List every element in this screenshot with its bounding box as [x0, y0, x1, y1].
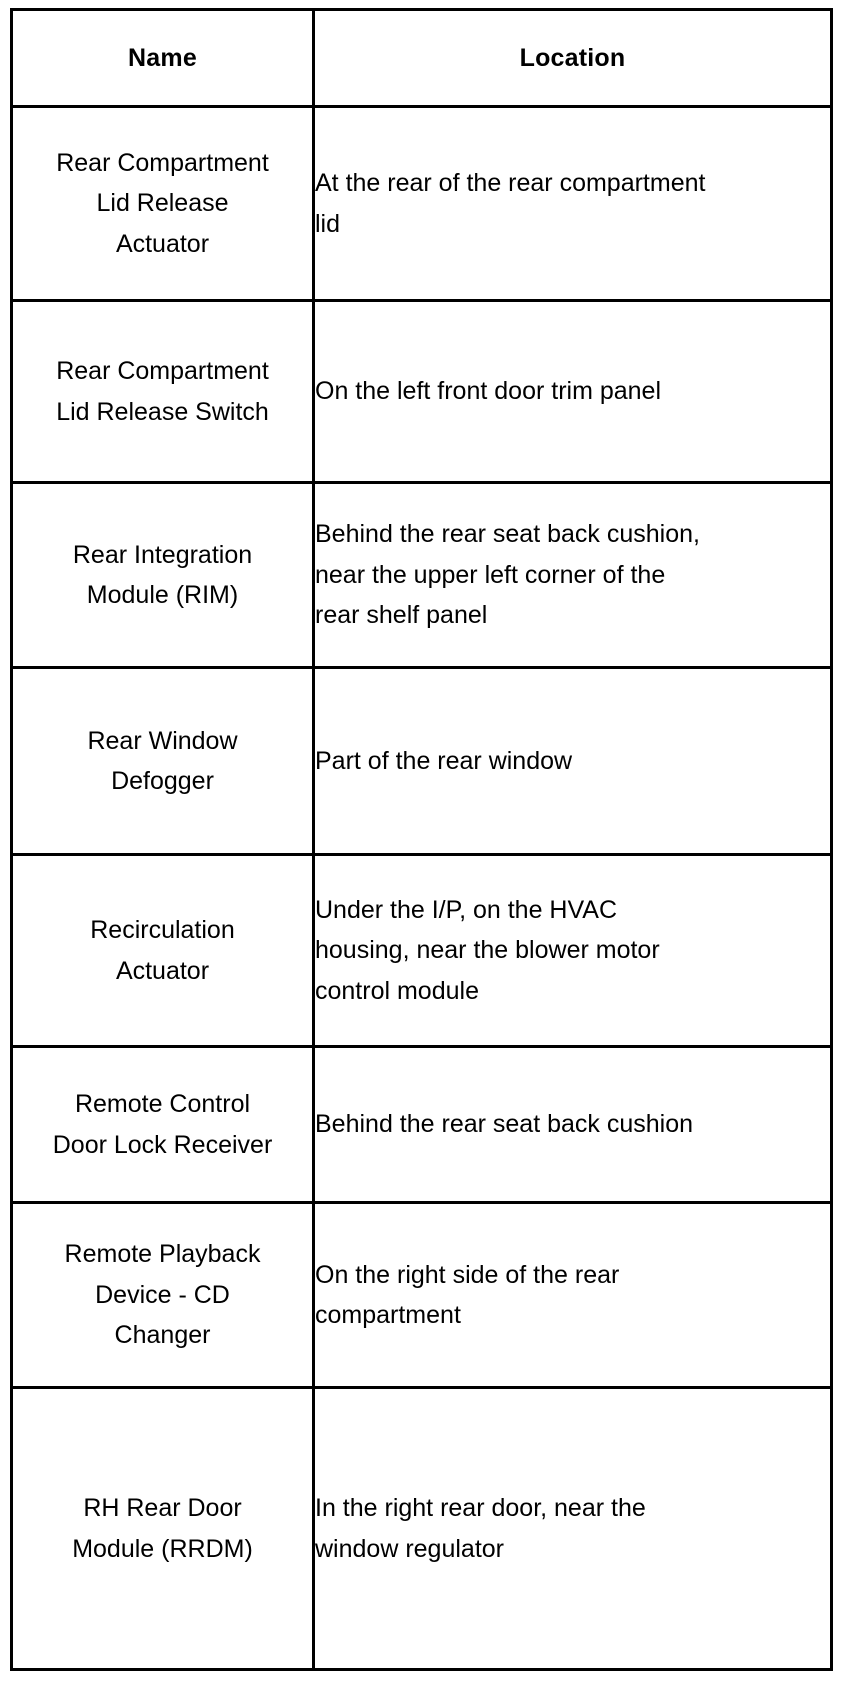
cell-name-text: Rear Compartment Lid Release Actuator	[56, 148, 269, 258]
cell-location-text: On the right side of the rear compartmen…	[315, 1260, 620, 1330]
table-row: Remote Control Door Lock Receiver Behind…	[10, 1045, 833, 1204]
column-header-name: Name	[10, 8, 315, 108]
component-location-table-container: Name Location Rear Compartment Lid Relea…	[10, 8, 833, 1671]
table-row: Rear Window Defogger Part of the rear wi…	[10, 666, 833, 856]
cell-name: RH Rear Door Module (RRDM)	[10, 1386, 315, 1671]
cell-location: On the right side of the rear compartmen…	[312, 1201, 833, 1389]
cell-location-text: In the right rear door, near the window …	[315, 1494, 646, 1563]
table-header-row: Name Location	[10, 8, 833, 108]
cell-location-text: At the rear of the rear compartment lid	[315, 169, 706, 238]
component-location-table: Name Location Rear Compartment Lid Relea…	[10, 8, 833, 1671]
cell-name-text: Rear Compartment Lid Release Switch	[56, 357, 269, 426]
cell-location: Behind the rear seat back cushion, near …	[312, 481, 833, 669]
cell-name-text: Remote Playback Device - CD Changer	[64, 1240, 261, 1350]
cell-name-text: Recirculation Actuator	[90, 916, 235, 985]
cell-location: Part of the rear window	[312, 666, 833, 856]
cell-location-text: Under the I/P, on the HVAC housing, near…	[315, 895, 660, 1005]
cell-location: At the rear of the rear compartment lid	[312, 105, 833, 302]
cell-location-text: On the left front door trim panel	[315, 377, 662, 406]
table-row: Rear Integration Module (RIM) Behind the…	[10, 481, 833, 669]
cell-name: Rear Window Defogger	[10, 666, 315, 856]
cell-location-text: Behind the rear seat back cushion	[315, 1110, 694, 1139]
cell-name-text: Remote Control Door Lock Receiver	[52, 1090, 273, 1159]
cell-location-text: Behind the rear seat back cushion, near …	[315, 520, 700, 630]
table-row: Recirculation Actuator Under the I/P, on…	[10, 853, 833, 1048]
cell-name-text: RH Rear Door Module (RRDM)	[72, 1494, 253, 1563]
cell-location: Under the I/P, on the HVAC housing, near…	[312, 853, 833, 1048]
cell-name: Rear Integration Module (RIM)	[10, 481, 315, 669]
table-body: Rear Compartment Lid Release Actuator At…	[10, 105, 833, 1671]
cell-name: Remote Control Door Lock Receiver	[10, 1045, 315, 1204]
cell-location: Behind the rear seat back cushion	[312, 1045, 833, 1204]
cell-name: Remote Playback Device - CD Changer	[10, 1201, 315, 1389]
column-header-location: Location	[312, 8, 833, 108]
table-header: Name Location	[10, 8, 833, 108]
table-row: Rear Compartment Lid Release Switch On t…	[10, 299, 833, 484]
table-row: RH Rear Door Module (RRDM) In the right …	[10, 1386, 833, 1671]
cell-name: Rear Compartment Lid Release Actuator	[10, 105, 315, 302]
table-row: Remote Playback Device - CD Changer On t…	[10, 1201, 833, 1389]
cell-name: Recirculation Actuator	[10, 853, 315, 1048]
cell-location: On the left front door trim panel	[312, 299, 833, 484]
table-row: Rear Compartment Lid Release Actuator At…	[10, 105, 833, 302]
cell-location: In the right rear door, near the window …	[312, 1386, 833, 1671]
cell-name-text: Rear Integration Module (RIM)	[72, 540, 253, 610]
cell-name-text: Rear Window Defogger	[87, 726, 238, 796]
cell-name: Rear Compartment Lid Release Switch	[10, 299, 315, 484]
cell-location-text: Part of the rear window	[315, 746, 573, 775]
